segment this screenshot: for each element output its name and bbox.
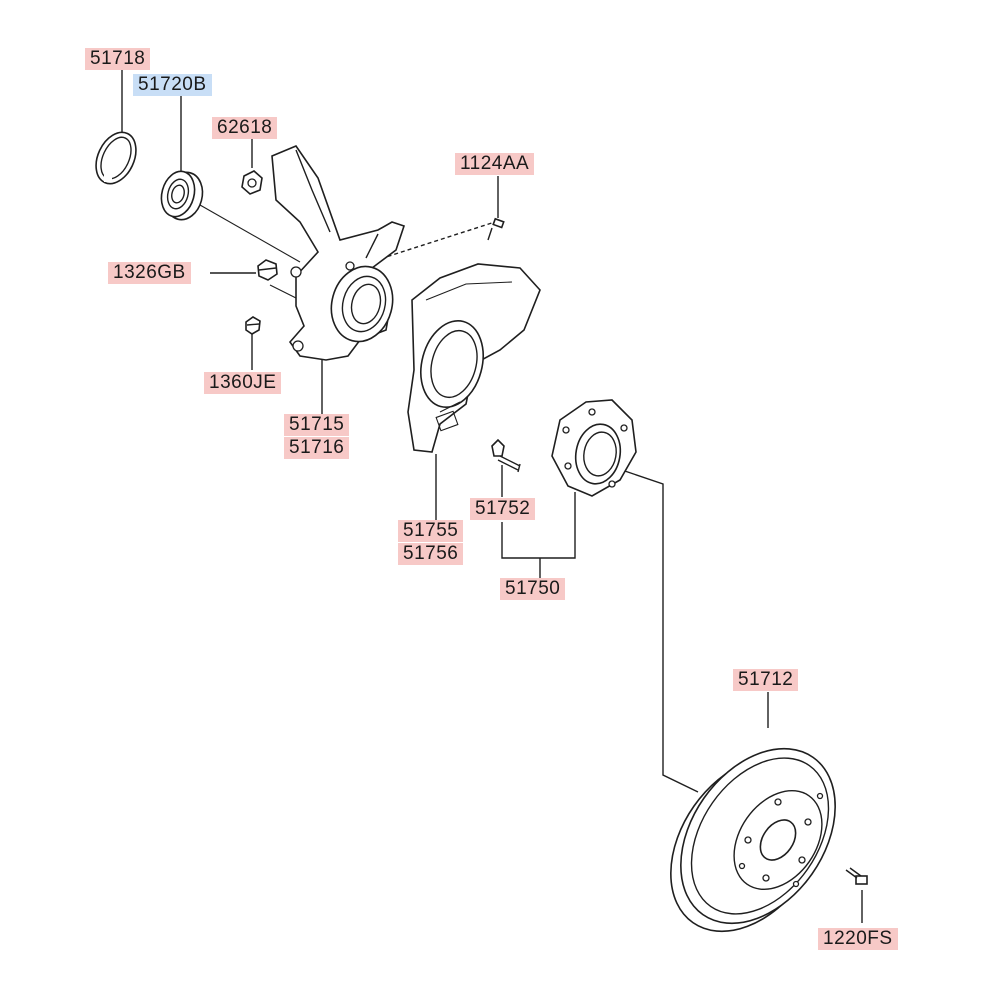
part-label-1360je[interactable]: 1360JE [204, 372, 282, 394]
hex-nut-drawing [257, 259, 278, 281]
part-label-51755[interactable]: 51755 [398, 520, 464, 542]
brake-disc-drawing [670, 747, 836, 933]
part-label-1326gb[interactable]: 1326GB [108, 262, 191, 284]
dust-cover-drawing [407, 263, 541, 453]
small-bolt-drawing [487, 217, 505, 241]
part-label-51752[interactable]: 51752 [470, 498, 536, 520]
leader-lines [121, 70, 863, 923]
disc-screw-drawing [845, 867, 868, 885]
part-label-1124aa[interactable]: 1124AA [455, 153, 535, 175]
bearing-drawing [160, 170, 204, 221]
part-label-1220fs[interactable]: 1220FS [818, 928, 898, 950]
part-label-51756[interactable]: 51756 [398, 543, 464, 565]
part-label-62618[interactable]: 62618 [212, 117, 278, 139]
snap-ring-drawing [95, 131, 137, 185]
part-label-51750[interactable]: 51750 [500, 578, 566, 600]
wheel-hub-drawing [551, 399, 637, 497]
part-label-51715[interactable]: 51715 [284, 414, 350, 436]
part-label-51720b[interactable]: 51720B [133, 74, 212, 96]
hub-bolt-drawing [491, 438, 521, 473]
part-label-51716[interactable]: 51716 [284, 437, 350, 459]
small-nut-drawing [245, 316, 261, 335]
part-label-51718[interactable]: 51718 [85, 48, 151, 70]
part-label-51712[interactable]: 51712 [733, 669, 799, 691]
nut-drawing [241, 170, 263, 195]
steering-knuckle-drawing [271, 145, 406, 361]
